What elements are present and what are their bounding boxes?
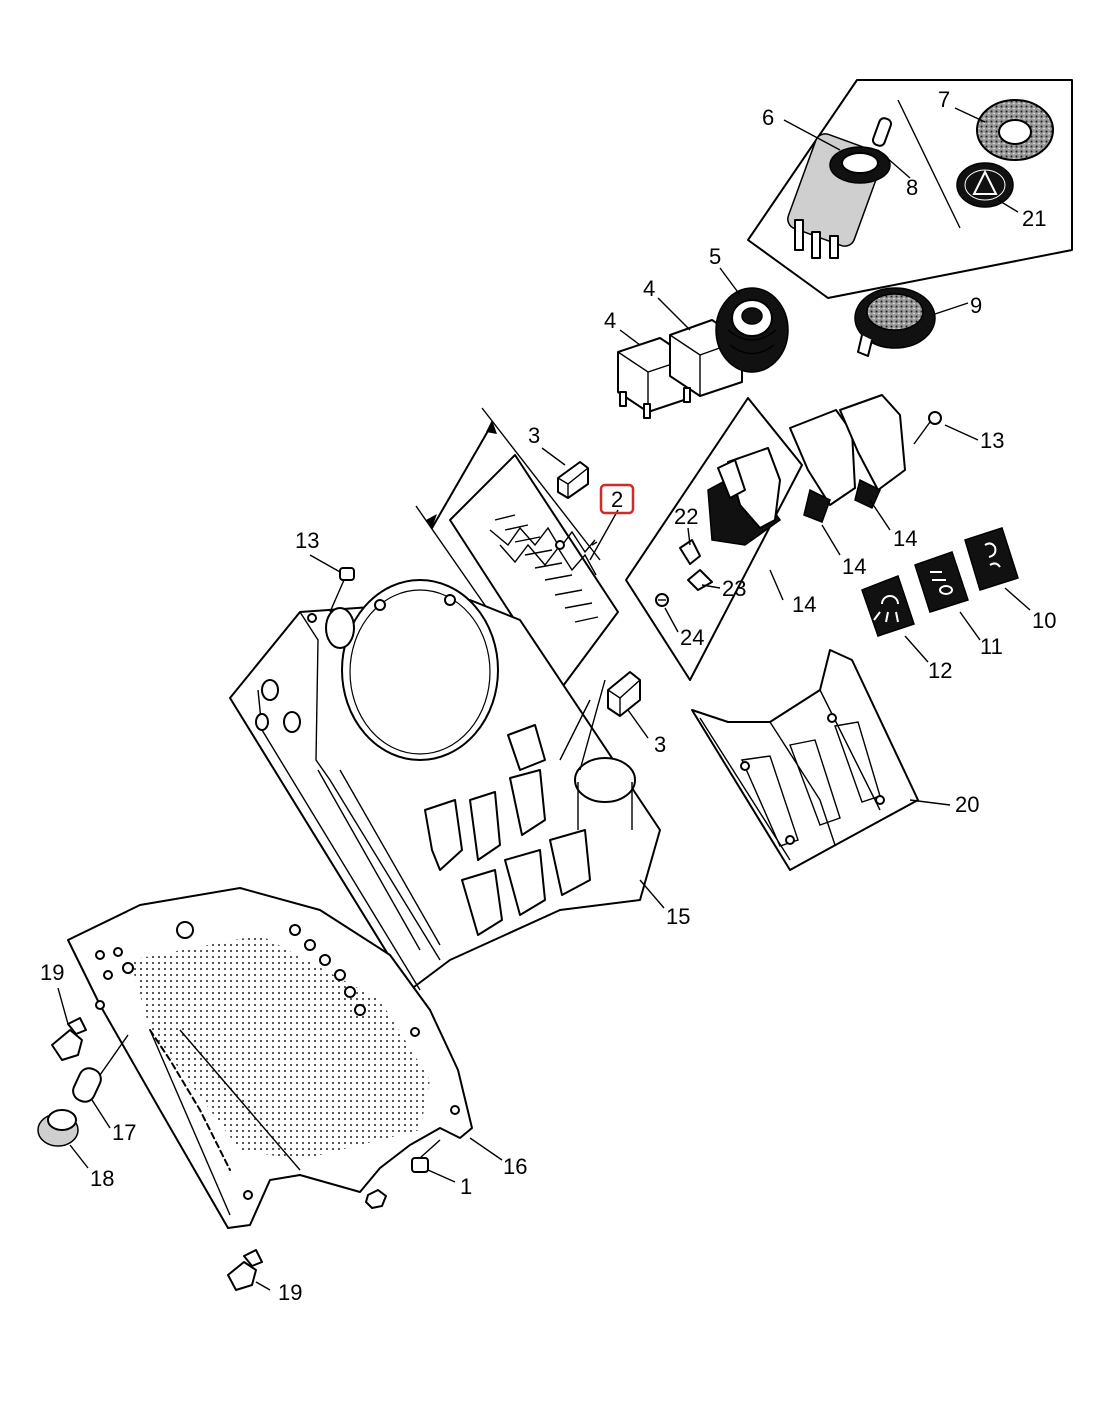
leader-lines — [57, 107, 1031, 1291]
switch-9 — [854, 287, 936, 357]
callout-17: 17 — [112, 1120, 136, 1145]
symbol-tile-11 — [914, 551, 969, 613]
clip-3-top — [557, 461, 589, 499]
callout-2-highlighted: 2 — [599, 483, 635, 515]
callout-8: 8 — [906, 175, 918, 200]
callout-labels: 6 7 8 21 5 4 4 9 3 2 13 22 23 24 14 14 1… — [40, 87, 1056, 1305]
callout-3-top: 3 — [528, 423, 540, 448]
callout-14-right: 14 — [893, 526, 917, 551]
hazard-switch-body — [787, 133, 891, 259]
callout-5: 5 — [709, 244, 721, 269]
screw-1 — [365, 1139, 441, 1209]
cover-20 — [691, 649, 919, 871]
callout-14-box: 14 — [792, 592, 816, 617]
bulb-holder-19-bottom — [227, 1249, 263, 1291]
knob-18 — [37, 1109, 79, 1147]
callout-6: 6 — [762, 105, 774, 130]
callout-21: 21 — [1022, 206, 1046, 231]
callout-12: 12 — [928, 658, 952, 683]
clip-3-bottom — [607, 671, 641, 717]
switch-14-pair — [789, 394, 942, 523]
callout-4-top: 4 — [643, 276, 655, 301]
callout-18: 18 — [90, 1166, 114, 1191]
callout-10: 10 — [1032, 608, 1056, 633]
screw-13-left — [329, 567, 355, 613]
bulb-8 — [871, 117, 893, 147]
callout-11: 11 — [980, 634, 1003, 659]
bulb-17 — [72, 1067, 102, 1103]
callout-4-left: 4 — [604, 308, 616, 333]
switch-14-group — [625, 397, 803, 681]
screw-24 — [655, 593, 669, 607]
bulb-holder-19-top — [51, 1017, 87, 1061]
callout-2: 2 — [611, 487, 623, 512]
callout-15: 15 — [666, 904, 690, 929]
rocker-switch-14-boxed — [707, 447, 782, 546]
callout-20: 20 — [955, 792, 979, 817]
printed-circuit-16 — [67, 887, 473, 1229]
knob-7 — [976, 99, 1054, 161]
symbol-tile-12 — [861, 575, 915, 637]
symbol-tile-10 — [964, 527, 1019, 591]
panel-2-slots — [489, 514, 599, 623]
callout-3-bottom: 3 — [654, 732, 666, 757]
callout-13-right: 13 — [980, 428, 1004, 453]
callout-14-mid: 14 — [842, 554, 866, 579]
callout-19-bottom: 19 — [278, 1280, 302, 1305]
callout-16: 16 — [503, 1154, 527, 1179]
hazard-lens-21 — [956, 162, 1014, 208]
terminal-22 — [679, 539, 701, 565]
buzzer-5 — [715, 287, 789, 373]
hazard-switch-group — [747, 79, 1073, 299]
housing-15 — [229, 579, 661, 991]
callout-19-top: 19 — [40, 960, 64, 985]
callout-1: 1 — [460, 1174, 472, 1199]
terminal-23 — [687, 569, 713, 591]
callout-13-left: 13 — [295, 528, 319, 553]
callout-7: 7 — [938, 87, 950, 112]
callout-24: 24 — [680, 625, 704, 650]
callout-9: 9 — [970, 293, 982, 318]
pcb-pads — [95, 921, 460, 1200]
callout-22: 22 — [674, 504, 698, 529]
callout-23: 23 — [722, 576, 746, 601]
